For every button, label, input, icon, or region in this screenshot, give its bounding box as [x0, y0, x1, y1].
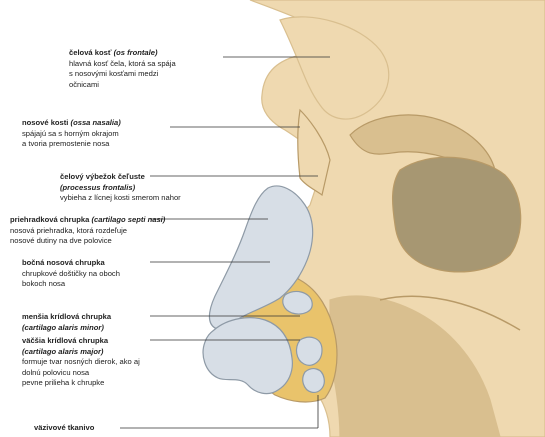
label-fibrous-tissue: väzivové tkanivo	[34, 423, 94, 434]
label-nasal-bones: nosové kosti (ossa nasalia) spájajú sa s…	[22, 118, 121, 150]
label-major-alar-cartilage: väčšia krídlová chrupka (cartilago alari…	[22, 336, 140, 389]
label-frontal-process: čelový výbežok čeľuste (processus fronta…	[60, 172, 181, 204]
label-lateral-cartilage: bočná nosová chrupka chrupkové doštičky …	[22, 258, 120, 290]
minor-alar-shape-2	[297, 337, 322, 365]
label-minor-alar-cartilage: menšia krídlová chrupka (cartilago alari…	[22, 312, 111, 333]
label-septal-cartilage: priehradková chrupka (cartilago septi na…	[10, 215, 165, 247]
label-frontal-bone: čelová kosť (os frontale) hlavná kosť če…	[69, 48, 176, 90]
minor-alar-shape	[283, 291, 312, 313]
columella-shape	[303, 369, 325, 393]
eye-socket	[393, 157, 521, 272]
alar-cartilage-shape	[203, 318, 292, 394]
